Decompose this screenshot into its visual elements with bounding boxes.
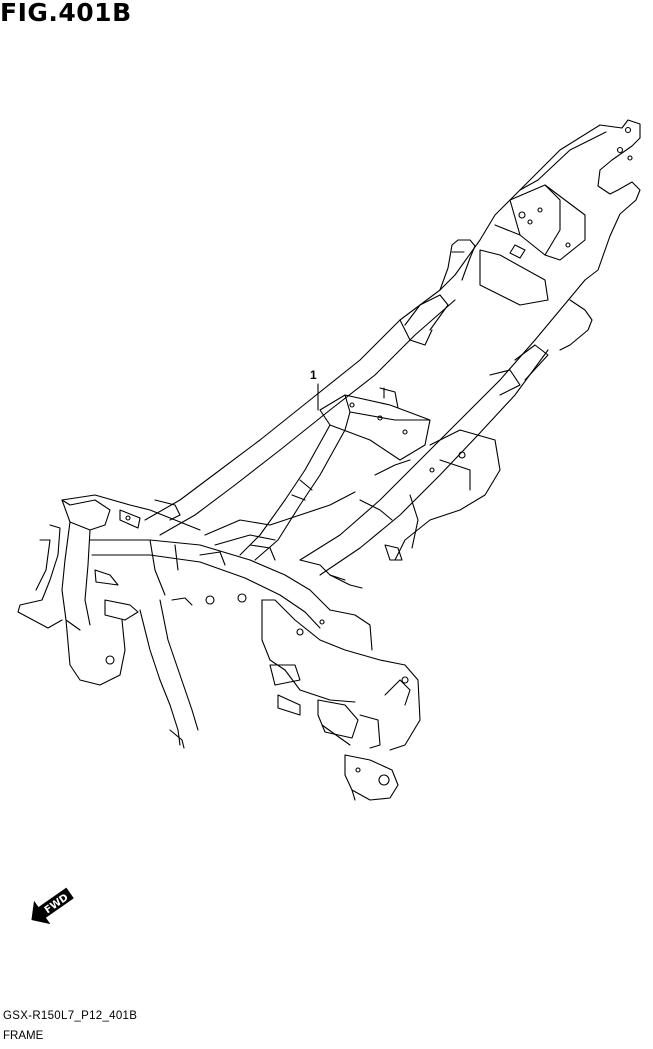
rear-seat-rail xyxy=(439,119,641,341)
main-frame-right xyxy=(299,339,549,576)
center-tubes xyxy=(239,424,346,561)
handle-loops xyxy=(439,239,593,351)
callout-number: 1 xyxy=(310,368,317,382)
side-plate-right xyxy=(384,429,501,561)
figure-code: GSX-R150L7_P12_401B xyxy=(3,1010,138,1022)
part-name: FRAME xyxy=(3,1030,44,1042)
head-pipe xyxy=(17,494,201,631)
fwd-arrow-icon: FWD xyxy=(31,887,74,925)
figure-title: FIG.401B xyxy=(0,0,132,27)
engine-mount-bracket xyxy=(344,754,399,801)
seat-bracket xyxy=(479,184,586,306)
main-frame-left xyxy=(144,289,456,536)
internal-braces xyxy=(204,459,411,589)
front-crossmember xyxy=(89,539,331,629)
pivot-plate xyxy=(261,599,421,751)
lower-front-plate xyxy=(65,597,199,749)
center-bracket xyxy=(319,387,431,461)
